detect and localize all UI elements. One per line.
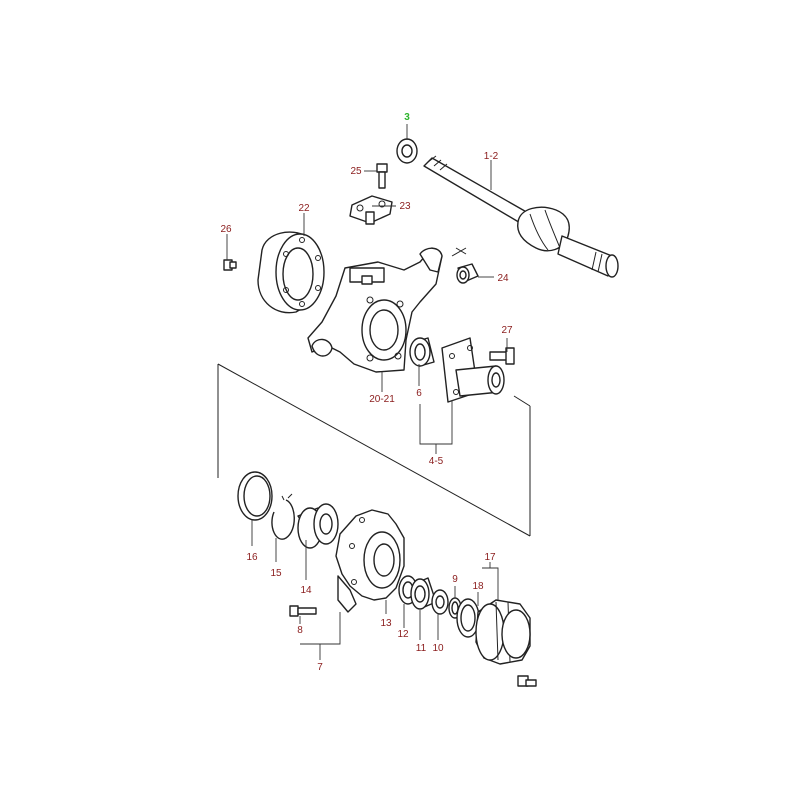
- leader-lines: [226, 124, 508, 660]
- flange-22[interactable]: [257, 231, 325, 314]
- wheel-bearing-14[interactable]: [297, 503, 339, 549]
- steering-knuckle[interactable]: [307, 247, 443, 373]
- callout-10[interactable]: 10: [432, 643, 444, 654]
- callout-24[interactable]: 24: [497, 273, 509, 284]
- callout-12[interactable]: 12: [397, 629, 409, 640]
- callout-15[interactable]: 15: [270, 568, 282, 579]
- callout-4-5[interactable]: 4-5: [429, 456, 444, 467]
- callout-7[interactable]: 7: [317, 662, 323, 673]
- bolt-26[interactable]: [223, 259, 237, 271]
- bolt-25[interactable]: [376, 163, 388, 189]
- callout-9[interactable]: 9: [452, 574, 458, 585]
- callout-18[interactable]: 18: [472, 581, 484, 592]
- callout-labels: 3 1-2 25 23 22 26 24 27 6 20-21 4-5 16 1…: [220, 112, 513, 673]
- callout-1-2[interactable]: 1-2: [484, 151, 499, 162]
- bushing-24[interactable]: [456, 263, 479, 284]
- assembly-frame: [217, 247, 531, 537]
- bolt-8[interactable]: [289, 605, 317, 617]
- bolt-27[interactable]: [489, 347, 515, 365]
- cap-bolt[interactable]: [517, 675, 537, 687]
- drive-shaft[interactable]: [423, 155, 619, 278]
- thrust-washer[interactable]: [396, 138, 418, 164]
- circlip-15[interactable]: [271, 493, 295, 540]
- snap-ring-16[interactable]: [237, 471, 273, 521]
- upper-plate[interactable]: [349, 195, 393, 225]
- callout-3[interactable]: 3: [404, 112, 410, 123]
- callout-17[interactable]: 17: [484, 552, 496, 563]
- lock-nut-11[interactable]: [410, 577, 437, 610]
- callout-26[interactable]: 26: [220, 224, 232, 235]
- callout-23[interactable]: 23: [399, 201, 411, 212]
- callout-16[interactable]: 16: [246, 552, 258, 563]
- free-wheel-hub-17[interactable]: [475, 599, 531, 665]
- callout-22[interactable]: 22: [298, 203, 310, 214]
- callout-13[interactable]: 13: [380, 618, 392, 629]
- ring-10[interactable]: [431, 589, 449, 615]
- callout-20-21[interactable]: 20-21: [369, 394, 395, 405]
- callout-11[interactable]: 11: [416, 643, 427, 654]
- callout-27[interactable]: 27: [501, 325, 513, 336]
- wheel-hub-13[interactable]: [335, 509, 405, 613]
- callout-6[interactable]: 6: [416, 388, 422, 399]
- spacer-6[interactable]: [409, 337, 435, 367]
- callout-25[interactable]: 25: [350, 166, 362, 177]
- callout-8[interactable]: 8: [297, 625, 303, 636]
- spindle[interactable]: [441, 337, 505, 403]
- callout-14[interactable]: 14: [300, 585, 312, 596]
